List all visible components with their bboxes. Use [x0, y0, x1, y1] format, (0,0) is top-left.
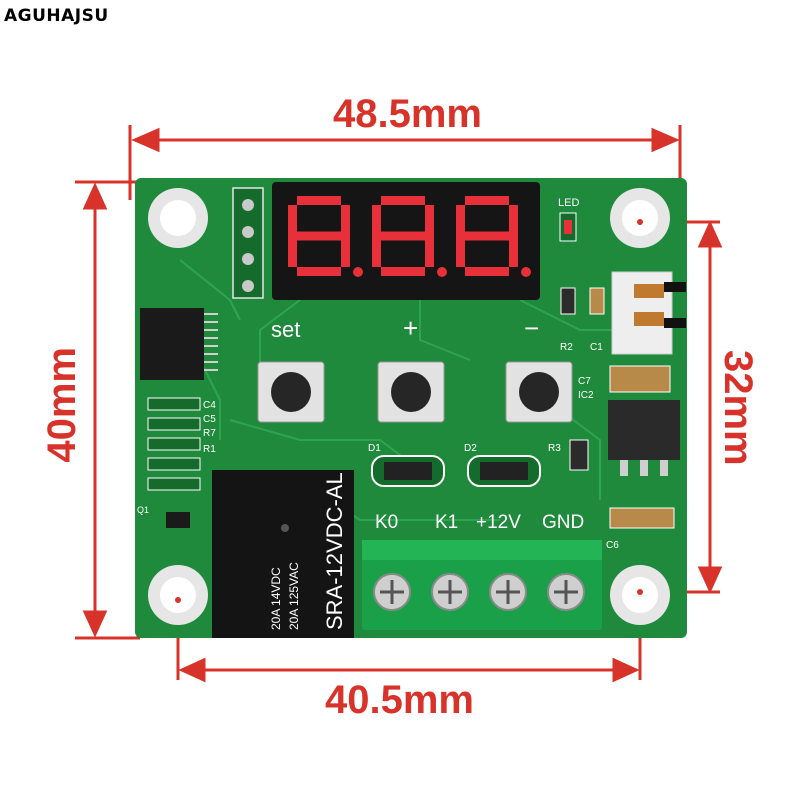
- set-button: [257, 361, 325, 423]
- capacitor-c6: [609, 507, 675, 529]
- terminal-label-12v: +12V: [476, 512, 521, 533]
- plus-button: [377, 361, 445, 423]
- dimension-left-height: 40mm: [40, 347, 84, 463]
- dimension-bottom-width: 40.5mm: [325, 678, 474, 722]
- plus-label: +: [403, 313, 418, 343]
- smd-r2-c1: [560, 287, 605, 315]
- c6-label: C6: [606, 540, 619, 551]
- r7-label: R7: [203, 428, 216, 439]
- d2-label: D2: [464, 443, 477, 454]
- terminal-block: [362, 540, 602, 630]
- minus-button: [505, 361, 573, 423]
- dimension-right-height: 32mm: [716, 350, 760, 466]
- c4-label: C4: [203, 400, 216, 411]
- terminal-label-gnd: GND: [542, 512, 584, 533]
- display-digit: [372, 196, 447, 277]
- r3-label: R3: [548, 443, 561, 454]
- display-digit: [288, 196, 363, 277]
- led-label: LED: [558, 197, 579, 209]
- main-ic: [140, 308, 218, 380]
- set-label: set: [271, 317, 300, 342]
- relay-rating-2: 20A 125VAC: [287, 562, 301, 630]
- left-passives: [147, 397, 201, 491]
- terminal-label-k1: K1: [435, 512, 458, 533]
- diodes: [371, 455, 541, 487]
- display-digit: [456, 196, 531, 277]
- display-digits: [288, 196, 531, 277]
- regulator-ic2: [608, 365, 680, 476]
- r2-label: R2: [560, 342, 573, 353]
- brand-watermark: AGUHAJSU: [4, 6, 109, 26]
- terminal-label-k0: K0: [375, 512, 398, 533]
- header-pins: [232, 187, 264, 299]
- dimension-top-width: 48.5mm: [333, 92, 482, 136]
- d1-label: D1: [368, 443, 381, 454]
- ic2-label: IC2: [578, 390, 594, 401]
- r3-resistor: [569, 439, 589, 471]
- r1-label: R1: [203, 444, 216, 455]
- sensor-connector: [611, 271, 686, 355]
- q1-label: Q1: [137, 505, 149, 515]
- c5-label: C5: [203, 414, 216, 425]
- transistor-q1: [166, 512, 190, 528]
- relay-model: SRA-12VDC-AL: [322, 472, 347, 630]
- relay: [212, 470, 354, 638]
- status-led: [559, 212, 577, 242]
- minus-label: −: [524, 313, 539, 343]
- c1-label: C1: [590, 342, 603, 353]
- relay-rating-1: 20A 14VDC: [269, 567, 283, 630]
- c7-label: C7: [578, 376, 591, 387]
